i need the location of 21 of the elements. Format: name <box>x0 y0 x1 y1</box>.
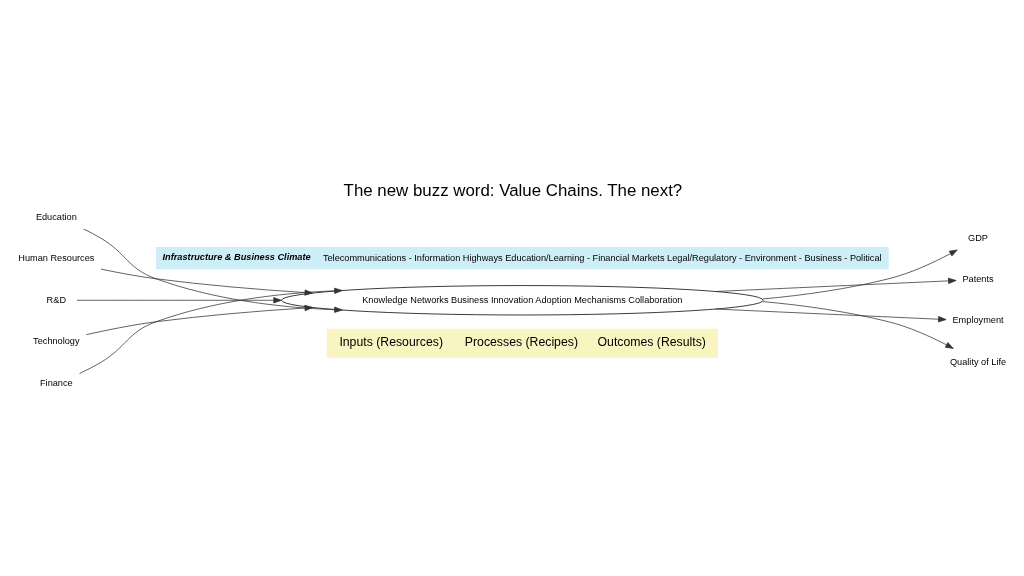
node-text: Technology <box>33 336 80 347</box>
arrow <box>79 287 343 374</box>
node-text: GDP <box>968 232 988 243</box>
arrow <box>83 228 343 313</box>
node-text: Education <box>35 211 77 222</box>
node-text: Quality of Life <box>949 356 1007 367</box>
arrow <box>715 308 947 323</box>
node-box: Infrastructure & Business Climate Telecommunications - Information Highways Education/Learning - Financial Markets Legal/Regulatory - Environment - Business - Political <box>156 246 889 270</box>
arrow <box>762 249 958 300</box>
node-text: Patents <box>962 273 994 284</box>
diagram-title: The new buzz word: Value Chains. The next? <box>343 180 683 200</box>
node-text: Finance <box>39 377 73 388</box>
arrow <box>76 297 282 304</box>
arrow <box>100 268 313 296</box>
node-text: Employment <box>952 315 1004 326</box>
arrow <box>762 301 954 349</box>
node-text: R&D <box>46 294 67 305</box>
arrow <box>715 277 957 292</box>
arrow <box>85 304 313 336</box>
node-box: Inputs (Resources) Processes (Recipes) Outcomes (Results) <box>326 328 718 358</box>
node-text: Human Resources <box>18 253 95 264</box>
